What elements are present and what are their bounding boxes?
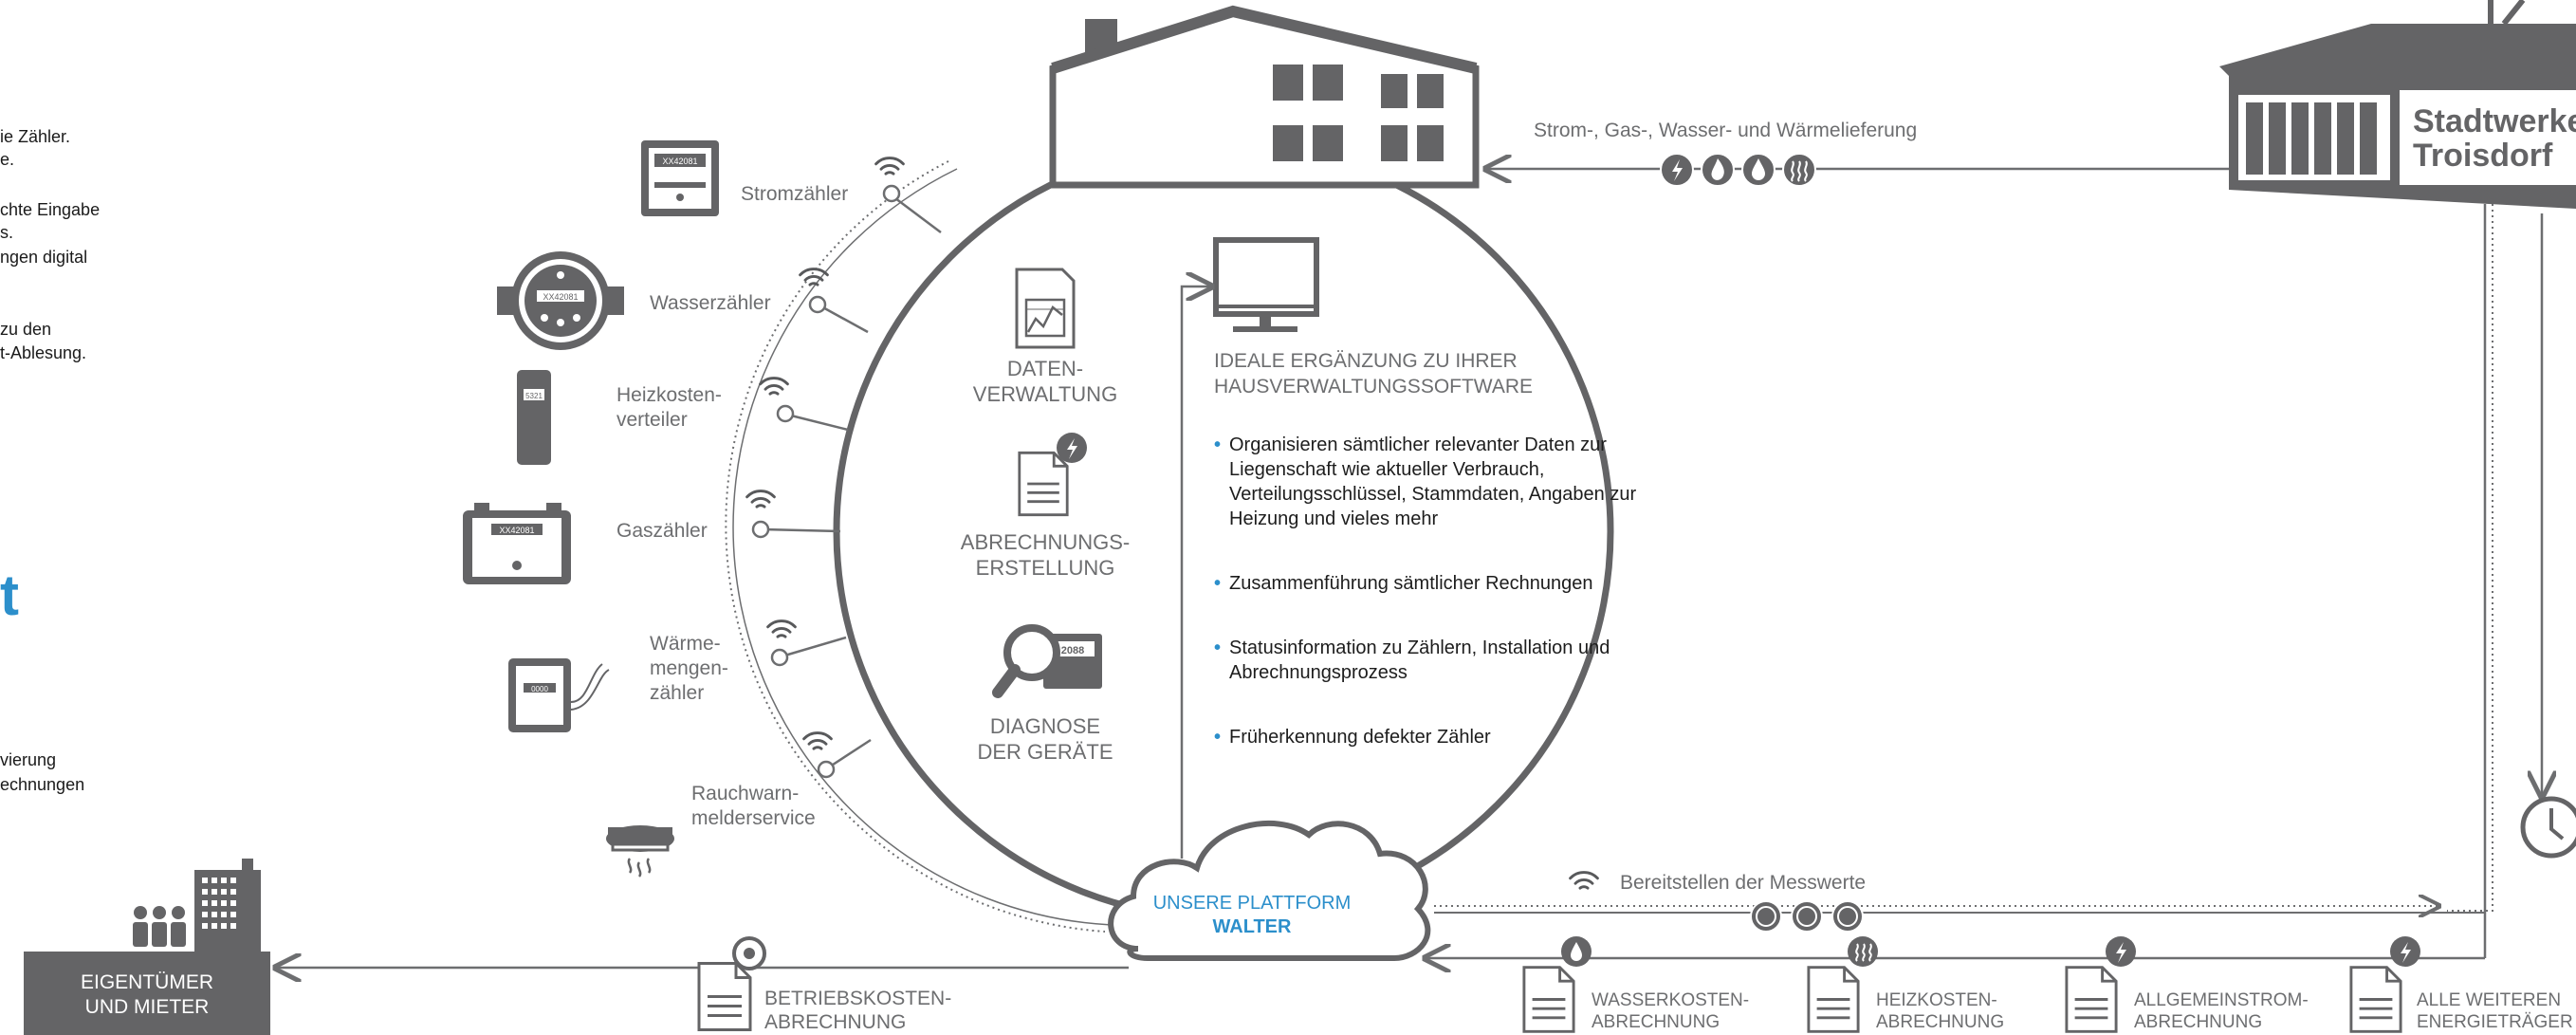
monitor-icon xyxy=(1213,237,1319,332)
feature-item: Früherkennung defekter Zähler xyxy=(1214,725,1650,749)
feature-list: Organisieren sämtlicher relevanter Daten… xyxy=(1214,433,1650,774)
owners-building-icon xyxy=(194,859,261,953)
cloud-shape xyxy=(1108,820,1431,961)
device-connectors xyxy=(751,184,942,779)
property-building-icon xyxy=(1049,5,1480,189)
operating-costs-document-icon xyxy=(697,936,766,1032)
left-line-8: vierung xyxy=(0,750,57,769)
people-icon xyxy=(133,906,186,947)
messwerte-gauges xyxy=(1750,900,1864,933)
gas-meter-icon xyxy=(463,503,571,584)
device-label-wasser: Wasserzähler xyxy=(650,292,771,314)
water-meter-icon xyxy=(497,251,624,350)
meter-reading-waerme: 0000 xyxy=(531,685,548,693)
device-label-gas: Gaszähler xyxy=(616,520,708,542)
left-line-1: ie Zähler. xyxy=(0,127,71,146)
meter-reading-gas: XX42081 xyxy=(499,526,534,535)
document-lightning-icon xyxy=(1018,433,1087,517)
water-bill-document-icon xyxy=(1522,936,1592,1033)
left-line-4: s. xyxy=(0,223,14,242)
left-accent-letter: t xyxy=(0,564,19,627)
stadtwerke-building-icon xyxy=(2219,0,2576,209)
stadtwerke-line-2: Troisdorf xyxy=(2413,138,2553,174)
feature-item: Statusinformation zu Zählern, Installati… xyxy=(1214,636,1628,685)
heat-cost-allocator-icon xyxy=(517,370,551,465)
left-line-3: chte Eingabe xyxy=(0,200,101,219)
electricity-meter-icon xyxy=(641,140,719,216)
left-line-5: ngen digital xyxy=(0,248,88,267)
device-label-heizkosten: Heizkosten- verteiler xyxy=(616,384,722,431)
supply-icons xyxy=(1660,153,1816,187)
water-bill-label: WASSERKOSTEN- ABRECHNUNG xyxy=(1592,990,1750,1032)
smoke-detector-icon xyxy=(606,825,674,878)
platform-name: WALTER xyxy=(1212,916,1292,937)
electricity-bill-label: ALLGEMEINSTROM- ABRECHNUNG xyxy=(2134,990,2309,1032)
meter-reading-strom: XX42081 xyxy=(662,157,697,166)
stadtwerke-line-1: Stadtwerke xyxy=(2413,103,2576,139)
device-label-waerme: Wärme- mengen- zähler xyxy=(650,633,728,704)
left-line-6: zu den xyxy=(0,320,52,339)
heating-bill-label: HEIZKOSTEN- ABRECHNUNG xyxy=(1876,990,2005,1032)
electricity-bill-document-icon xyxy=(2065,936,2136,1033)
owners-box: EIGENTÜMER UND MIETER xyxy=(24,952,270,1035)
magnifier-meter-icon xyxy=(992,624,1102,698)
heating-bill-document-icon xyxy=(1807,936,1878,1033)
feature-item: Organisieren sämtlicher relevanter Daten… xyxy=(1214,433,1650,531)
left-line-2: e. xyxy=(0,150,15,169)
left-line-7: t-Ablesung. xyxy=(0,343,87,362)
stadtwerke-name: Stadtwerke Troisdorf xyxy=(2413,104,2576,173)
platform-line-1: UNSERE PLATTFORM xyxy=(1152,893,1352,914)
meter-reading-wasser: XX42081 xyxy=(543,292,578,302)
right-panel-heading: IDEALE ERGÄNZUNG ZU IHRER HAUSVERWALTUNG… xyxy=(1214,350,1534,397)
feature-item: Zusammenführung sämtlicher Rechnungen xyxy=(1214,571,1650,596)
platform-label: UNSERE PLATTFORM WALTER xyxy=(1138,892,1366,939)
other-energy-document-icon xyxy=(2349,936,2420,1033)
heat-meter-icon xyxy=(508,658,610,732)
device-label-rauchwarn: Rauchwarn- melderservice xyxy=(691,783,816,829)
messwerte-label: Bereitstellen der Messwerte xyxy=(1620,872,1867,894)
document-chart-icon xyxy=(1015,268,1076,349)
caption-diagnose: DIAGNOSE DER GERÄTE xyxy=(977,714,1113,764)
supply-label: Strom-, Gas-, Wasser- und Wärmelieferung xyxy=(1534,120,1918,141)
caption-abrechnungserstellung: ABRECHNUNGS- ERSTELLUNG xyxy=(960,530,1131,580)
meter-reading-heiz: 5321 xyxy=(525,392,543,400)
caption-datenverwaltung: DATEN- VERWALTUNG xyxy=(972,357,1118,406)
other-energy-label: ALLE WEITEREN ENERGIETRÄGER xyxy=(2417,990,2573,1032)
diagnose-reading: 2088 xyxy=(1061,645,1084,656)
device-label-strom: Stromzähler xyxy=(741,183,849,205)
operating-costs-label: BETRIEBSKOSTEN- ABRECHNUNG xyxy=(764,988,952,1033)
left-line-9: echnungen xyxy=(0,775,85,794)
